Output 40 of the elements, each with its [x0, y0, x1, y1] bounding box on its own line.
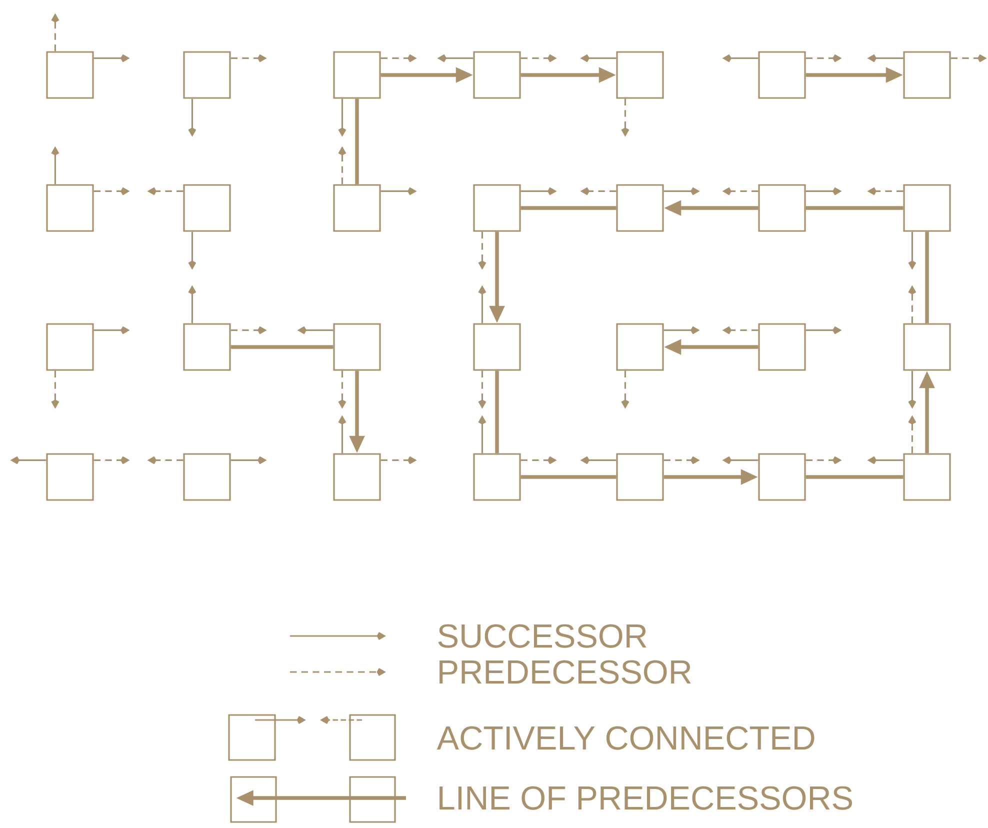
predecessor-line — [355, 98, 359, 184]
legend-label: ACTIVELY CONNECTED — [436, 726, 814, 750]
node-box — [333, 51, 381, 99]
node-box — [333, 323, 381, 371]
predecessor-line — [495, 370, 499, 454]
predecessor-line — [806, 475, 904, 479]
node-box — [333, 184, 381, 232]
predecessor-line — [230, 345, 334, 349]
node-box — [616, 51, 664, 99]
legend-label: SUCCESSOR — [438, 624, 646, 648]
predecessor-line — [806, 206, 904, 210]
legend-label: LINE OF PREDECESSORS — [440, 786, 852, 810]
node-box — [473, 184, 521, 232]
node-box — [473, 51, 521, 99]
node-box — [183, 453, 231, 501]
node-box — [903, 51, 951, 99]
node-box — [758, 51, 806, 99]
predecessor-line — [925, 232, 929, 324]
node-box — [46, 184, 94, 232]
node-box — [183, 184, 231, 232]
node-box — [46, 51, 94, 99]
node-box — [46, 453, 94, 501]
node-box — [616, 184, 664, 232]
predecessor-line — [520, 475, 616, 479]
node-box — [616, 323, 664, 371]
node-box — [46, 323, 94, 371]
node-box — [183, 51, 231, 99]
legend-label: PREDECESSOR — [440, 660, 691, 684]
node-box — [758, 453, 806, 501]
node-box — [903, 323, 951, 371]
node-box — [616, 453, 664, 501]
node-box — [903, 184, 951, 232]
predecessor-line — [520, 206, 616, 210]
node-box — [473, 323, 521, 371]
node-box — [183, 323, 231, 371]
node-box — [903, 453, 951, 501]
node-box — [758, 184, 806, 232]
node-box — [758, 323, 806, 371]
node-box — [333, 453, 381, 501]
node-box — [473, 453, 521, 501]
